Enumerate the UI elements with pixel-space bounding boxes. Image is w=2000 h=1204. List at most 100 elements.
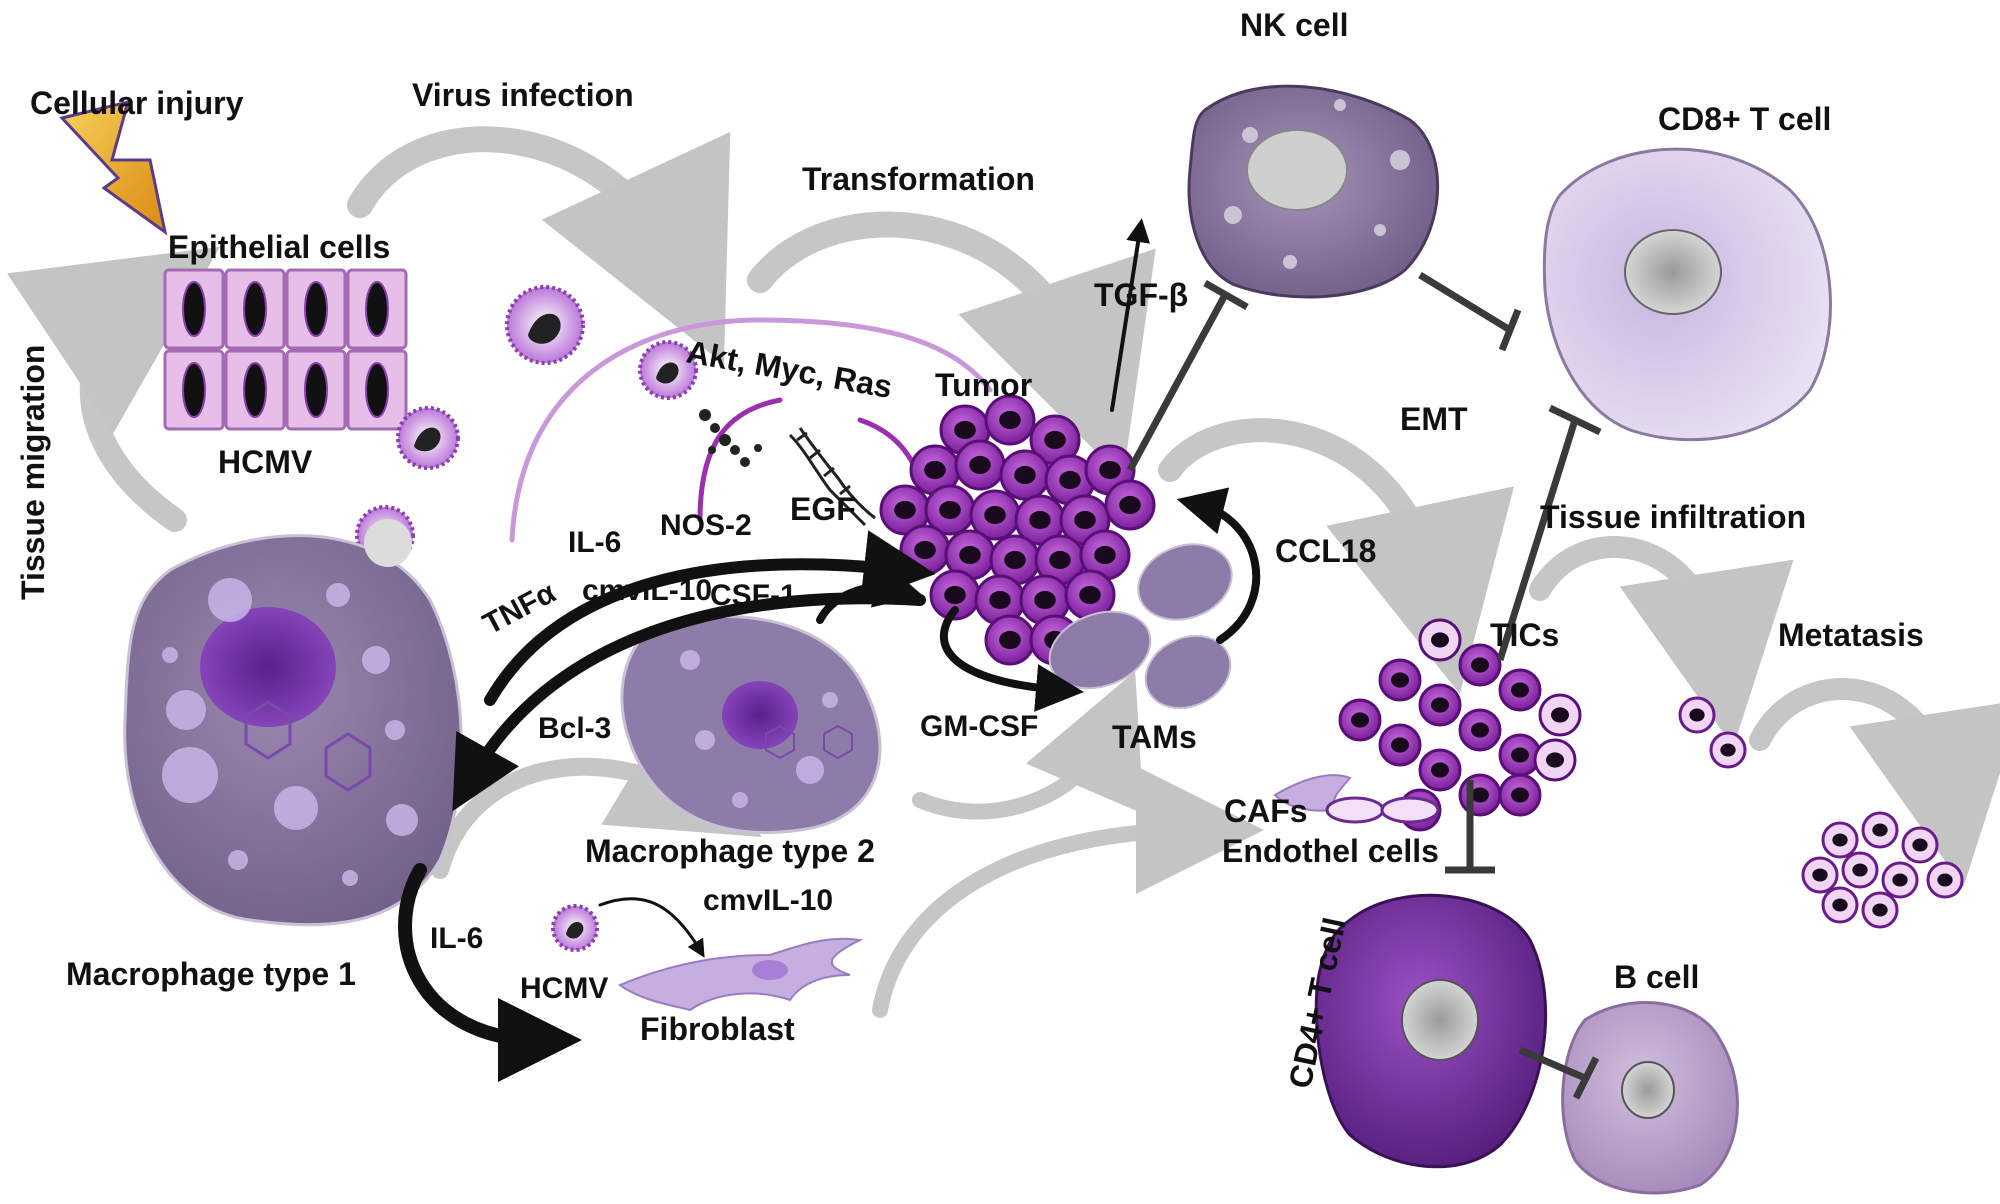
cell xyxy=(879,484,931,536)
label-cmvil10-top: cmvIL-10 xyxy=(582,574,712,607)
virion-icon xyxy=(505,285,585,365)
cell xyxy=(1709,731,1747,769)
label-cmvil10-bottom: cmvIL-10 xyxy=(703,884,833,917)
inhibit-tumor-nk xyxy=(1126,293,1229,472)
label-egf: EGF xyxy=(790,491,856,527)
label-bcl3: Bcl-3 xyxy=(538,712,611,745)
cell xyxy=(984,394,1036,446)
cell xyxy=(1378,723,1422,767)
arrow-tissue-migration xyxy=(6,246,220,532)
arrow-virus-infection xyxy=(347,126,731,365)
arrow-tissue-infiltration xyxy=(1529,536,1794,747)
virion-icon xyxy=(396,406,460,470)
label-tgf-beta: TGF-β xyxy=(1094,277,1188,313)
labels: Cellular injury Virus infection Epitheli… xyxy=(15,7,1924,1091)
cell xyxy=(954,439,1006,491)
cell xyxy=(1104,479,1156,531)
cell xyxy=(1533,738,1577,782)
cell xyxy=(1034,534,1086,586)
label-nos2: NOS-2 xyxy=(660,509,752,542)
arrow-metatasis xyxy=(1749,678,2000,887)
cell xyxy=(1418,748,1462,792)
label-virus-infection: Virus infection xyxy=(412,77,634,113)
label-il6-top: IL-6 xyxy=(568,526,621,559)
label-fibroblast: Fibroblast xyxy=(640,1011,795,1047)
label-cellular-injury: Cellular injury xyxy=(30,85,244,121)
label-metatasis: Metatasis xyxy=(1778,617,1924,653)
cell xyxy=(984,614,1036,666)
virion-icon xyxy=(638,340,698,400)
arrow-emt xyxy=(1158,418,1515,694)
cell xyxy=(1014,494,1066,546)
metastasis-cells xyxy=(1678,696,1964,929)
cell xyxy=(1458,773,1502,817)
arrow-fibroblast-cafs xyxy=(872,766,1264,1018)
label-hcmv-bottom: HCMV xyxy=(520,972,608,1005)
label-tissue-migration: Tissue migration xyxy=(15,345,51,600)
label-gm-csf: GM-CSF xyxy=(920,710,1038,743)
arrow-transformation xyxy=(747,211,1156,479)
arrow-gmcsf xyxy=(939,606,1084,712)
cell xyxy=(1678,696,1716,734)
cell xyxy=(1538,693,1582,737)
arrow-tgfb xyxy=(1110,218,1151,412)
arrow-il6-fibro xyxy=(398,863,582,1082)
tics-cluster xyxy=(1338,618,1582,832)
cell xyxy=(899,524,951,576)
label-cafs: CAFs xyxy=(1224,793,1308,829)
cell xyxy=(1821,886,1859,924)
b-cell xyxy=(1561,1001,1739,1195)
signal-arrows xyxy=(398,218,1261,1082)
inhibit-nk-cd8 xyxy=(1418,272,1512,333)
cell xyxy=(1861,891,1899,929)
fibroblast xyxy=(617,937,864,1012)
label-emt: EMT xyxy=(1400,401,1468,437)
cell xyxy=(909,444,961,496)
label-tumor: Tumor xyxy=(935,367,1032,403)
cell xyxy=(1861,811,1899,849)
cell xyxy=(1079,529,1131,581)
cell xyxy=(989,534,1041,586)
viral-genome-speckle xyxy=(699,409,762,467)
label-macrophage-type2: Macrophage type 2 xyxy=(585,833,875,869)
cell xyxy=(1498,668,1542,712)
cell xyxy=(1926,861,1964,899)
cell xyxy=(1498,733,1542,777)
arrow-mac2-tams xyxy=(912,671,1144,820)
label-il6-bottom: IL-6 xyxy=(430,922,483,955)
arrow-hcmv-fibro xyxy=(598,897,705,958)
cell xyxy=(974,574,1026,626)
macrophage-type2 xyxy=(620,615,882,834)
cd8-t-cell xyxy=(1542,147,1832,442)
cell xyxy=(1901,826,1939,864)
label-macrophage-type1: Macrophage type 1 xyxy=(66,956,356,992)
cd4-t-cell xyxy=(1314,893,1548,1169)
cell xyxy=(1418,683,1462,727)
virion-icon xyxy=(364,519,412,567)
label-csf1: CSF-1 xyxy=(710,579,797,612)
macrophage-type1 xyxy=(123,519,463,927)
viral-dna-icon xyxy=(788,427,876,527)
label-tissue-infiltration: Tissue infiltration xyxy=(1540,499,1806,535)
label-tics: TICs xyxy=(1490,617,1559,653)
cell xyxy=(1458,643,1502,687)
cell xyxy=(1458,708,1502,752)
arrow-tumor-to-mac1 xyxy=(452,592,926,812)
inhibit-tics-cd8 xyxy=(1496,418,1579,662)
process-arrows xyxy=(6,126,2000,1018)
cell xyxy=(1881,861,1919,899)
label-b-cell: B cell xyxy=(1614,959,1699,995)
cell xyxy=(1498,773,1542,817)
label-nk-cell: NK cell xyxy=(1240,7,1348,43)
label-epithelial-cells: Epithelial cells xyxy=(168,229,390,265)
label-transformation: Transformation xyxy=(802,161,1035,197)
cell xyxy=(1801,856,1839,894)
epithelial-cells xyxy=(163,268,408,431)
arrow-ccl18 xyxy=(1176,487,1261,644)
virion-icon xyxy=(551,904,599,952)
label-tams: TAMs xyxy=(1112,719,1197,755)
cell xyxy=(1378,658,1422,702)
label-endothel-cells: Endothel cells xyxy=(1222,833,1439,869)
label-hcmv-top: HCMV xyxy=(218,444,313,480)
